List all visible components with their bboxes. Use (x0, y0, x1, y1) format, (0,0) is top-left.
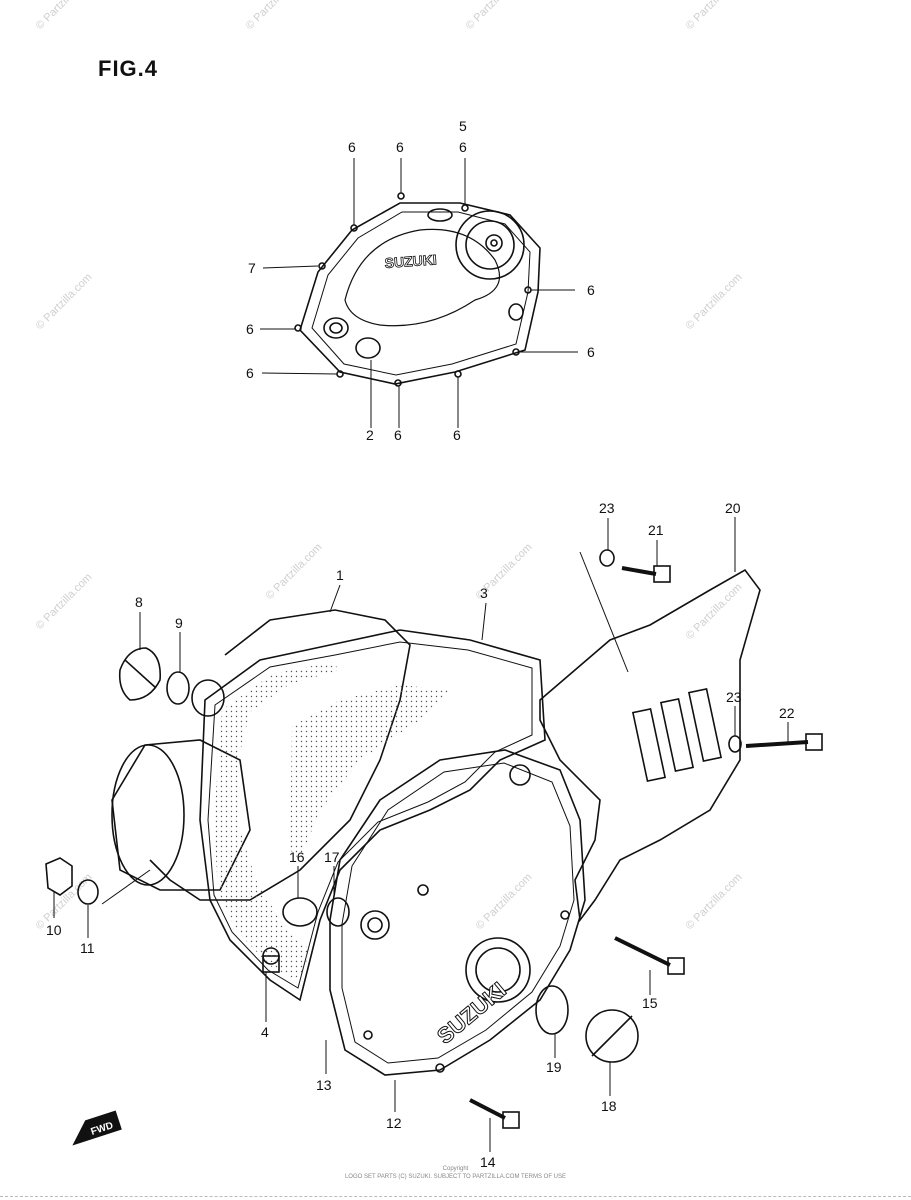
watermark: © Partzilla.com (34, 571, 95, 632)
forward-direction-arrow: FWD (72, 1110, 122, 1146)
callout-6: 6 (246, 365, 254, 381)
figure-title: FIG.4 (98, 56, 159, 81)
callout-8: 8 (135, 594, 143, 610)
crankcase-cover-drawing (45, 549, 823, 1129)
callout-2: 2 (366, 427, 374, 443)
clutch-cover-drawing (294, 192, 541, 387)
watermark: © Partzilla.com (34, 271, 95, 332)
watermark-layer: © Partzilla.com © Partzilla.com © Partzi… (34, 0, 745, 932)
callout-9: 9 (175, 615, 183, 631)
callout-6: 6 (587, 282, 595, 298)
callout-numbers-bottom: 1 3 23 21 20 23 22 8 9 10 11 16 17 4 13 … (46, 500, 795, 1170)
callout-23: 23 (726, 689, 742, 705)
callout-4: 4 (261, 1024, 269, 1040)
copyright-subtext: LOGO SET PARTS (C) SUZUKI. SUBJECT TO PA… (344, 1174, 567, 1180)
watermark: © Partzilla.com (464, 0, 525, 32)
watermark: © Partzilla.com (684, 581, 745, 642)
callout-16: 16 (289, 849, 305, 865)
copyright-text: Copyright (442, 1166, 469, 1172)
callout-11: 11 (80, 940, 95, 956)
gasket-pattern (290, 685, 450, 860)
watermark: © Partzilla.com (244, 0, 305, 32)
callout-14: 14 (480, 1154, 496, 1170)
callout-6: 6 (394, 427, 402, 443)
callout-7: 7 (248, 260, 256, 276)
callout-numbers-top: 5 6 6 6 7 6 6 6 6 2 6 6 (246, 118, 595, 443)
leader-lines-top (260, 158, 578, 428)
callout-6: 6 (587, 344, 595, 360)
watermark: © Partzilla.com (34, 0, 95, 32)
callout-10: 10 (46, 922, 62, 938)
watermark: © Partzilla.com (264, 541, 325, 602)
callout-21: 21 (648, 522, 664, 538)
watermark: © Partzilla.com (474, 871, 535, 932)
callout-5: 5 (459, 118, 467, 134)
callout-22: 22 (779, 705, 795, 721)
watermark: © Partzilla.com (684, 0, 745, 32)
watermark: © Partzilla.com (684, 271, 745, 332)
suzuki-brand-top: SUZUKI (384, 251, 437, 271)
gasket-pattern (214, 662, 340, 982)
callout-23: 23 (599, 500, 615, 516)
callout-20: 20 (725, 500, 741, 516)
bottom-divider (0, 1196, 911, 1198)
callout-1: 1 (336, 567, 344, 583)
callout-6: 6 (396, 139, 404, 155)
callout-3: 3 (480, 585, 488, 601)
leader-lines-bottom (53, 517, 789, 1152)
callout-19: 19 (546, 1059, 562, 1075)
callout-6: 6 (459, 139, 467, 155)
callout-15: 15 (642, 995, 658, 1011)
callout-6: 6 (453, 427, 461, 443)
watermark: © Partzilla.com (684, 871, 745, 932)
callout-13: 13 (316, 1077, 332, 1093)
callout-6: 6 (246, 321, 254, 337)
callout-17: 17 (324, 849, 340, 865)
callout-6: 6 (348, 139, 356, 155)
callout-12: 12 (386, 1115, 402, 1131)
callout-18: 18 (601, 1098, 617, 1114)
